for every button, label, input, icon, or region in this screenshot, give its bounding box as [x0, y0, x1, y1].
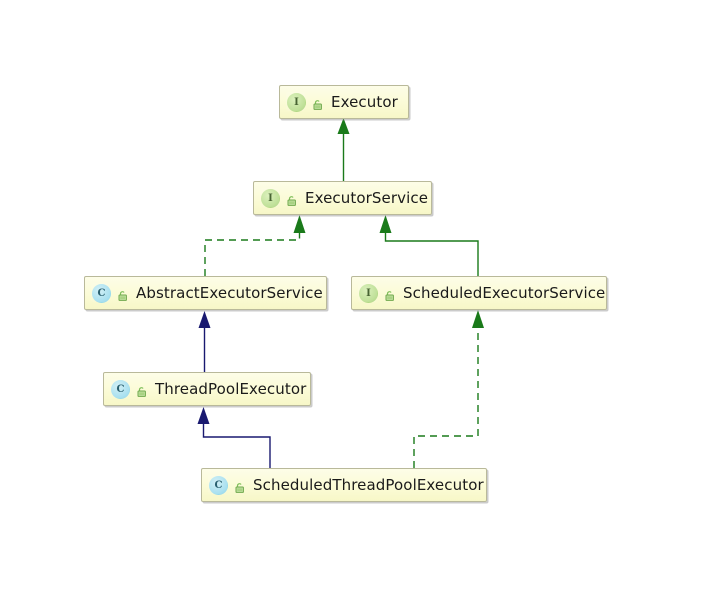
interface-icon: I [286, 91, 306, 112]
uml-node-scheduled-thread-pool-executor[interactable]: C ScheduledThreadPoolExecutor [201, 468, 487, 502]
uml-node-label: ScheduledThreadPoolExecutor [253, 475, 484, 494]
public-lock-icon [117, 287, 129, 301]
uml-node-scheduled-executor-service[interactable]: I ScheduledExecutorService [351, 276, 607, 310]
edge-executorservice-to-executor [337, 118, 350, 181]
interface-icon: I [260, 187, 280, 208]
uml-node-abstract-executor-service[interactable]: C AbstractExecutorService [84, 276, 327, 310]
public-lock-icon [312, 96, 324, 110]
uml-node-thread-pool-executor[interactable]: C ThreadPoolExecutor [103, 372, 311, 406]
uml-node-label: ExecutorService [305, 188, 429, 207]
uml-node-label: ScheduledExecutorService [403, 283, 606, 302]
edge-abstractexecutorservice-to-executorservice [204, 215, 306, 276]
edge-threadpoolexecutor-to-abstractexecutorservice [198, 311, 211, 372]
public-lock-icon [234, 479, 246, 493]
uml-node-executor[interactable]: I Executor [279, 85, 409, 119]
uml-node-label: AbstractExecutorService [136, 283, 323, 302]
public-lock-icon [136, 383, 148, 397]
uml-node-label: ThreadPoolExecutor [155, 379, 307, 398]
edge-scheduledthreadpoolexecutor-to-threadpoolexecutor [197, 407, 271, 468]
uml-node-label: Executor [331, 92, 398, 111]
edge-scheduledthreadpoolexecutor-to-scheduledexecutorservice [413, 310, 484, 468]
class-icon: C [110, 378, 130, 399]
class-icon: C [208, 474, 228, 495]
edge-scheduledexecutorservice-to-executorservice [379, 215, 479, 276]
public-lock-icon [286, 192, 298, 206]
class-icon: C [91, 282, 111, 303]
public-lock-icon [384, 287, 396, 301]
interface-icon: I [358, 282, 378, 303]
uml-node-executor-service[interactable]: I ExecutorService [253, 181, 432, 215]
